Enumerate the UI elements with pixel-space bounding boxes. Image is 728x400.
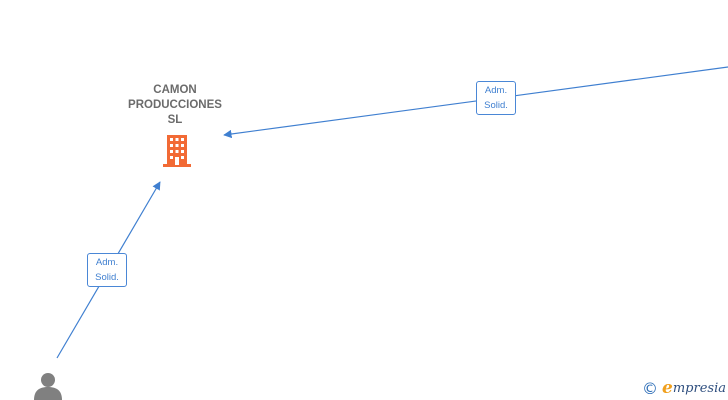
- edge-label-line: Solid.: [484, 100, 508, 111]
- company-name-line: SL: [167, 114, 183, 126]
- edge-label[interactable]: Adm. Solid.: [87, 253, 127, 287]
- building-icon[interactable]: [160, 134, 194, 168]
- copyright-icon: ©: [642, 378, 659, 398]
- brand-logo-initial: e: [662, 378, 673, 398]
- edge-label-line: Adm.: [95, 257, 119, 268]
- edge-label-line: Solid.: [95, 272, 119, 283]
- company-name[interactable]: CAMON PRODUCCIONES SL: [115, 83, 235, 128]
- brand-footer: © e mpresia: [642, 378, 726, 398]
- company-name-line: CAMON: [153, 84, 197, 96]
- company-name-line: PRODUCCIONES: [128, 99, 222, 111]
- edge-label-line: Adm.: [484, 85, 508, 96]
- person-icon[interactable]: [30, 370, 66, 400]
- edge-label[interactable]: Adm. Solid.: [476, 81, 516, 115]
- brand-logo-text: mpresia: [672, 380, 726, 396]
